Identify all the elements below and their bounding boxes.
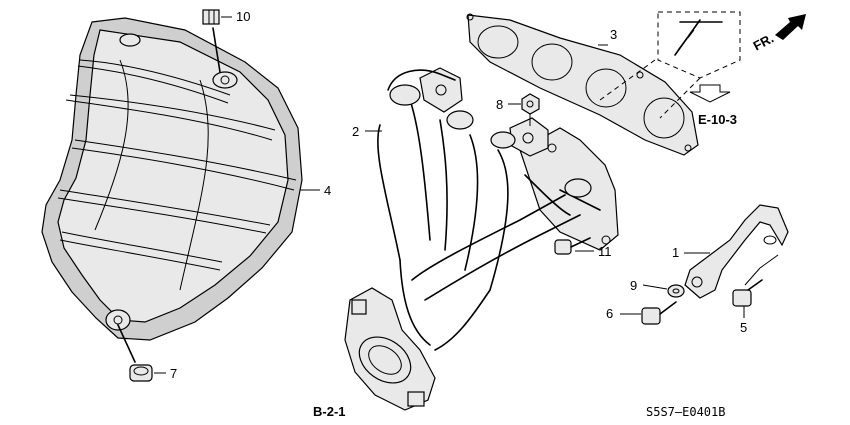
- bolt-5: [732, 279, 763, 307]
- bolt-10: [202, 9, 221, 73]
- callout-5: 5: [740, 320, 747, 335]
- bolt-11: [554, 237, 591, 255]
- callout-3: 3: [610, 27, 617, 42]
- leader-bracket-bolt-2: [744, 267, 761, 286]
- heat-shield: [41, 17, 303, 341]
- bolt-7: [117, 324, 153, 382]
- exhaust-manifold: [344, 67, 619, 411]
- reference-arrow-e-10-3: [689, 84, 731, 103]
- callout-6: 6: [606, 306, 613, 321]
- leader-9: [642, 284, 668, 290]
- stud-detail: [599, 11, 741, 119]
- diagram-code: S5S7—E0401B: [646, 405, 725, 419]
- leader-bracket-bolt: [759, 254, 779, 269]
- callout-7: 7: [170, 366, 177, 381]
- reference-e-10-3: E-10-3: [698, 112, 737, 127]
- callout-11: 11: [598, 244, 612, 259]
- nut-8: [521, 93, 540, 126]
- washer-9: [667, 284, 685, 298]
- front-direction-arrow: [775, 14, 806, 40]
- callout-8: 8: [496, 97, 503, 112]
- reference-b-2-1: B-2-1: [313, 404, 346, 419]
- manifold-bracket: [684, 204, 789, 299]
- callout-4: 4: [324, 183, 331, 198]
- exhaust-gasket: [466, 13, 699, 156]
- callout-9: 9: [630, 278, 637, 293]
- front-label: FR.: [751, 30, 777, 53]
- callout-10: 10: [236, 9, 250, 24]
- bolt-6: [641, 301, 677, 325]
- callout-1: 1: [672, 245, 679, 260]
- callout-2: 2: [352, 124, 359, 139]
